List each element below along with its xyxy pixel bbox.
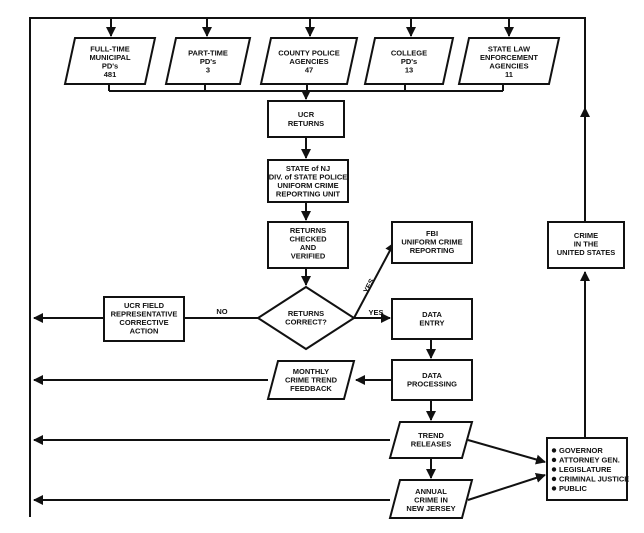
crime-us-line-2: IN THE — [574, 240, 599, 249]
agency-1-line-1: FULL-TIME — [90, 44, 130, 53]
recipient-item: LEGISLATURE — [559, 465, 611, 474]
no-label: NO — [216, 307, 227, 316]
agency-4-line-2: PD's — [401, 57, 417, 66]
agency-1-line-2: MUNICIPAL — [89, 53, 131, 62]
agency-state-law — [457, 37, 561, 85]
recipient-item: CRIMINAL JUSTICE — [559, 475, 629, 484]
recipients-box — [546, 437, 628, 501]
collector-bus — [108, 84, 504, 92]
fbi-line-1: FBI — [426, 229, 438, 238]
crime-us-line-3: UNITED STATES — [557, 248, 615, 257]
annual-crime-box — [388, 479, 474, 519]
agency-5-line-2: ENFORCEMENT — [480, 53, 538, 62]
trend-line-1: TREND — [418, 431, 444, 440]
ucr-field-line-2: REPRESENTATIVE — [111, 310, 178, 319]
annual-line-3: NEW JERSEY — [406, 504, 455, 513]
fbi-line-3: REPORTING — [410, 246, 455, 255]
monthly-line-1: MONTHLY — [293, 367, 329, 376]
ucr-field-box — [103, 296, 185, 342]
crime-us-line-1: CRIME — [574, 231, 598, 240]
bullet-icon — [551, 486, 557, 491]
recipient-item: PUBLIC — [559, 484, 588, 493]
checked-line-4: VERIFIED — [291, 252, 326, 261]
agency-2-line-2: PD's — [200, 57, 216, 66]
arrow-yes-to-fbi — [353, 242, 395, 319]
trend-line-2: RELEASES — [411, 440, 451, 449]
state-unit-line-1: STATE of NJ — [286, 164, 330, 173]
state-unit-box — [267, 159, 349, 203]
agency-1-line-4: 481 — [104, 70, 117, 79]
data-processing-line-2: PROCESSING — [407, 380, 457, 389]
bullet-icon — [551, 457, 557, 463]
monthly-feedback-box — [266, 360, 356, 400]
state-unit-line-3: UNIFORM CRIME — [277, 181, 338, 190]
decision-line-2: CORRECT? — [285, 318, 327, 327]
state-unit-line-4: REPORTING UNIT — [276, 190, 341, 199]
decision-line-1: RETURNS — [288, 309, 324, 318]
arrow-trend-to-recipients — [467, 439, 546, 465]
agency-4-line-3: 13 — [405, 66, 413, 75]
fbi-ucr-box — [391, 221, 473, 264]
agency-5-line-1: STATE LAW — [488, 44, 531, 53]
agency-3-line-3: 47 — [305, 66, 313, 75]
bullet-icon — [551, 467, 557, 472]
yes-right-label: YES — [368, 308, 383, 317]
fbi-line-2: UNIFORM CRIME — [401, 238, 462, 247]
data-entry-line-2: ENTRY — [419, 319, 444, 328]
agency-3-line-1: COUNTY POLICE — [278, 49, 340, 58]
agency-2-line-3: 3 — [206, 66, 210, 75]
agency-college — [363, 37, 455, 85]
returns-correct-diamond — [256, 285, 356, 351]
annual-line-2: CRIME IN — [414, 496, 448, 505]
recipient-item: GOVERNOR — [559, 446, 603, 455]
trend-releases-box — [388, 421, 474, 459]
checked-line-2: CHECKED — [289, 235, 327, 244]
ucr-returns-line-2: RETURNS — [288, 119, 324, 128]
checked-line-1: RETURNS — [290, 226, 326, 235]
recipient-item: ATTORNEY GEN. — [559, 456, 620, 465]
agency-5-line-4: 11 — [505, 70, 513, 79]
data-processing-line-1: DATA — [422, 371, 442, 380]
monthly-line-3: FEEDBACK — [290, 384, 332, 393]
ucr-field-line-4: ACTION — [130, 327, 159, 336]
ucr-returns-box — [267, 100, 345, 138]
crime-in-us-box — [547, 221, 625, 269]
agency-3-line-2: AGENCIES — [289, 57, 328, 66]
bullet-icon — [551, 476, 557, 482]
checked-line-3: AND — [300, 243, 317, 252]
agency-2-line-1: PART-TIME — [188, 49, 228, 58]
annual-line-1: ANNUAL — [415, 487, 447, 496]
agency-full-time-municipal — [63, 37, 157, 85]
agency-1-line-3: PD's — [102, 61, 118, 70]
agency-part-time — [164, 37, 252, 85]
monthly-line-2: CRIME TREND — [285, 376, 338, 385]
arrow-annual-to-recipients — [467, 473, 546, 501]
data-entry-line-1: DATA — [422, 310, 442, 319]
ucr-field-line-3: CORRECTIVE — [119, 318, 168, 327]
state-unit-line-2: DIV. of STATE POLICE — [269, 173, 348, 182]
ucr-field-line-1: UCR FIELD — [124, 301, 165, 310]
agency-county-police — [259, 37, 359, 85]
agency-4-line-1: COLLEGE — [391, 49, 427, 58]
bullet-icon — [551, 448, 557, 453]
checked-verified-box — [267, 221, 349, 269]
ucr-returns-line-1: UCR — [298, 110, 315, 119]
agency-5-line-3: AGENCIES — [489, 61, 528, 70]
